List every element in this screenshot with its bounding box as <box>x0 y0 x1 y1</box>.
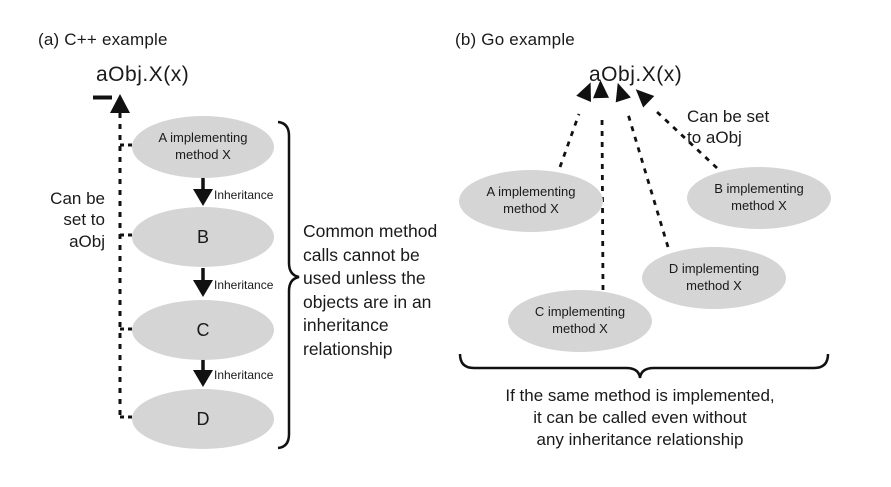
node-b-cpp-label: B <box>196 226 209 247</box>
right-call-expression: aObj.X(x) <box>589 63 683 86</box>
node-b-cpp: B <box>132 207 274 267</box>
node-a-cpp-label: A implementing method X <box>158 130 248 162</box>
node-d-cpp-label: D <box>196 408 210 429</box>
node-d-cpp: D <box>132 389 274 449</box>
node-d-go: D implementing method X <box>642 247 786 309</box>
node-c-go: C implementing method X <box>508 290 652 352</box>
right-brace-note: If the same method is implemented, it ca… <box>505 386 775 449</box>
node-b-go: B implementing method X <box>687 167 831 229</box>
dashed-line-b <box>655 109 718 170</box>
node-b-go-label: B implementing method X <box>714 181 804 213</box>
dashed-line-d <box>626 113 670 248</box>
node-a-go: A implementing method X <box>459 170 603 232</box>
inheritance-label-3: Inheritance <box>214 368 274 382</box>
node-c-cpp: C <box>132 300 274 360</box>
left-side-note: Can be set to aObj <box>50 189 105 251</box>
arrowhead-a-icon <box>576 82 591 103</box>
node-c-go-label: C implementing method X <box>534 304 626 336</box>
inheritance-arrowhead-icon <box>193 189 213 206</box>
node-a-cpp: A implementing method X <box>132 116 274 178</box>
arrowhead-d-icon <box>615 82 631 103</box>
node-c-cpp-label: C <box>196 319 210 340</box>
dashed-line-a <box>558 113 581 168</box>
right-panel-title: (b) Go example <box>455 30 575 49</box>
arrowhead-b-icon <box>635 89 655 108</box>
inheritance-arrowhead-icon <box>193 370 213 387</box>
left-panel-title: (a) C++ example <box>38 30 168 49</box>
node-a-go-label: A implementing method X <box>486 184 576 216</box>
left-call-expression: aObj.X(x) <box>96 63 190 86</box>
inheritance-label-2: Inheritance <box>214 278 274 292</box>
vertical-brace <box>277 120 300 450</box>
inheritance-arrowhead-icon <box>193 280 213 297</box>
horizontal-brace <box>458 353 830 379</box>
up-arrowhead-icon <box>110 94 130 113</box>
right-side-note: Can be set to aObj <box>687 107 770 148</box>
left-brace-note: Common method calls cannot be used unles… <box>303 221 438 359</box>
arrowhead-c-icon <box>593 80 610 99</box>
node-d-go-label: D implementing method X <box>668 261 760 293</box>
inheritance-label-1: Inheritance <box>214 188 274 202</box>
